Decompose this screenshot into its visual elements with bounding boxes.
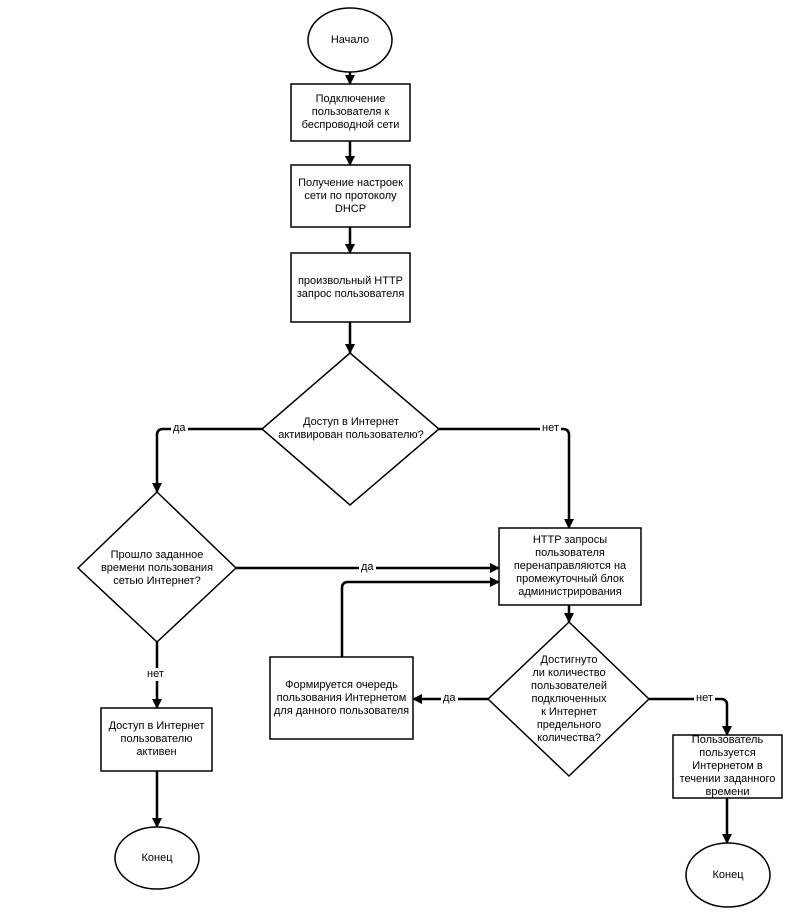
redirect-label: HTTP запросы пользователя перенаправляют… <box>513 534 627 598</box>
access-active-label: Доступ в Интернет пользователю активен <box>108 720 205 758</box>
queue-label: Формируется очередь пользования Интернет… <box>273 678 410 717</box>
start-label: Начало <box>330 33 370 46</box>
connect-node <box>290 83 411 142</box>
access-no-label: нет <box>540 422 561 435</box>
end-right-label: Конец <box>712 868 744 881</box>
queue-node <box>269 656 414 740</box>
limit-yes-label: да <box>441 692 458 705</box>
limit-check-node <box>486 620 651 778</box>
access-check-label: Доступ в Интернет активирован пользовате… <box>278 416 424 441</box>
time-no-label: нет <box>145 668 166 681</box>
time-yes-label: да <box>359 561 376 574</box>
using-internet-label: Пользователь пользуется Интернетом в теч… <box>679 734 776 798</box>
access-check-node <box>260 352 441 506</box>
connect-label: Подключение пользователя к беспроводной … <box>301 93 400 131</box>
http-request-node <box>290 252 411 323</box>
http-request-label: произвольный HTTP запрос пользователя <box>296 274 405 300</box>
access-active-node <box>100 707 213 772</box>
limit-no-label: нет <box>694 692 715 705</box>
dhcp-label: Получение настроек сети по протоколу DHC… <box>298 176 403 215</box>
end-left-label: Конец <box>141 851 173 864</box>
arrow-limit-no <box>649 697 732 736</box>
arrow-queue-redirect <box>340 577 500 657</box>
arrow-access-yes <box>152 427 262 493</box>
time-check-label: Прошло заданное времени пользования сеть… <box>100 548 214 587</box>
limit-check-label: Достигнуто ли количество пользователей п… <box>531 653 607 744</box>
access-yes-label: да <box>171 422 188 435</box>
arrow-access-no <box>439 427 574 529</box>
